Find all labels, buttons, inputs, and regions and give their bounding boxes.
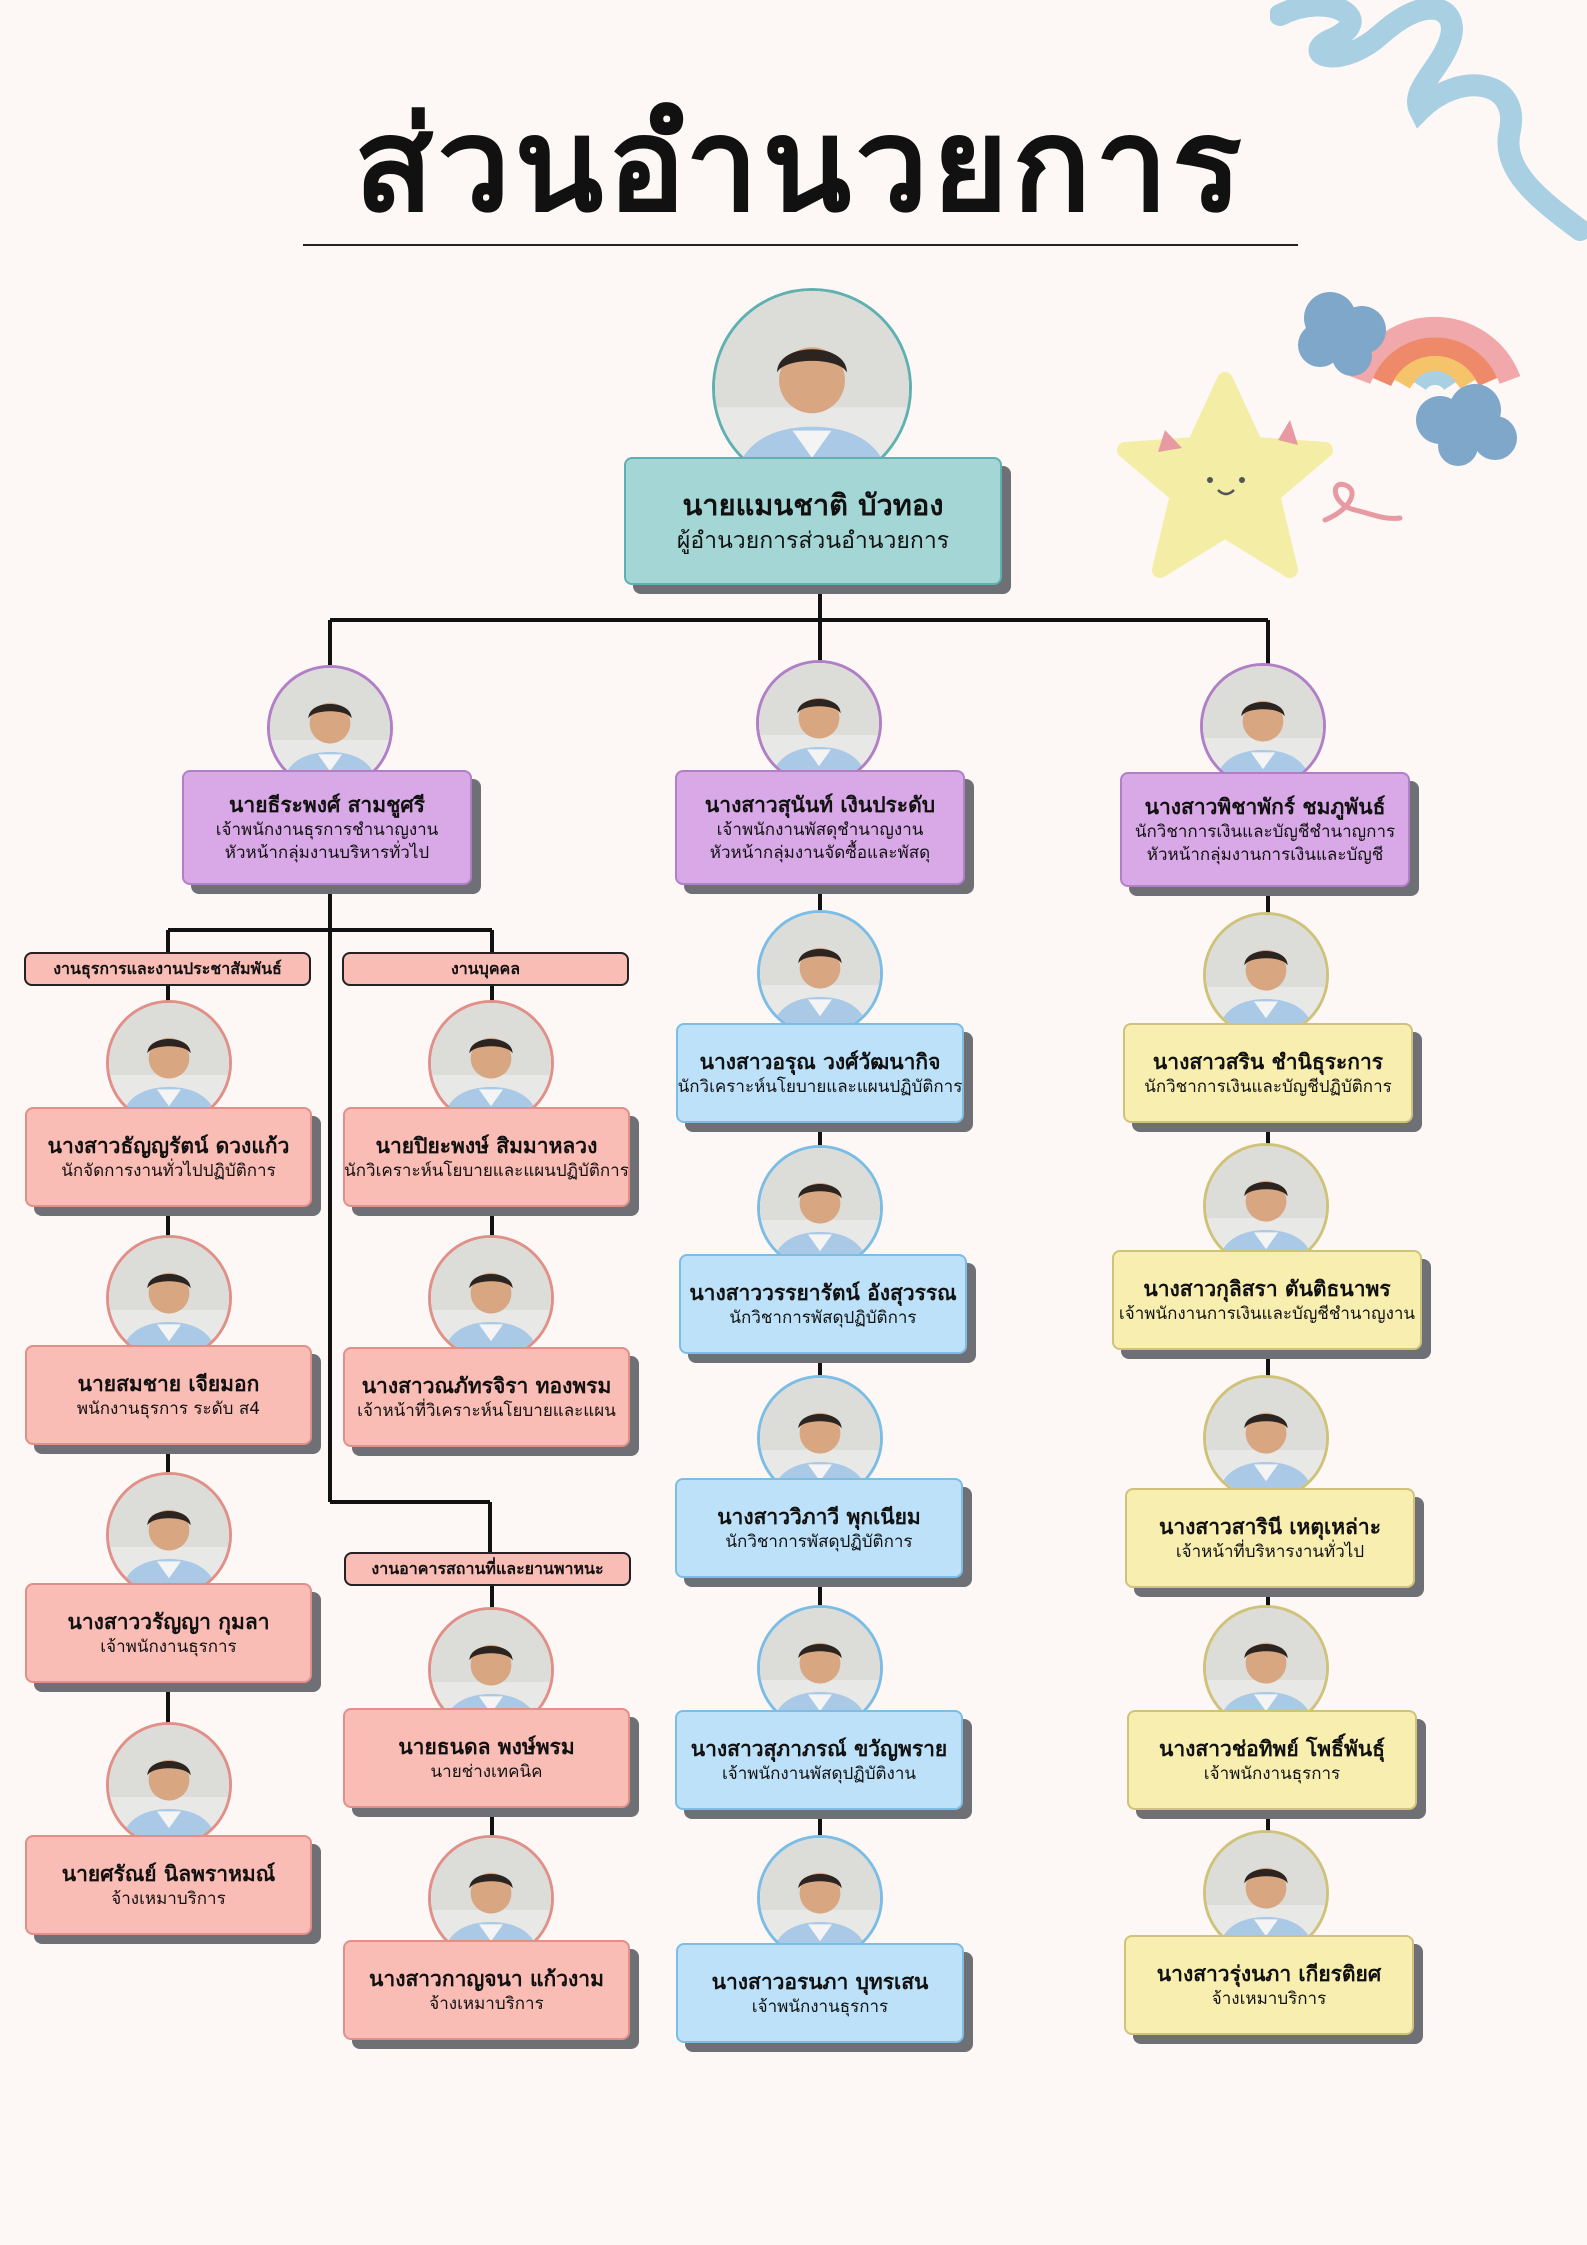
- head-finance-role: นักวิชาการเงินและบัญชีชำนาญการ: [1134, 821, 1396, 842]
- staff-photo: [757, 1835, 883, 1961]
- head-supply-photo: [756, 660, 882, 786]
- title-underline: [303, 244, 1298, 246]
- staff-card: นางสาวสารินี เหตุเหล่าะ เจ้าหน้าที่บริหา…: [1125, 1488, 1415, 1588]
- staff-name: นางสาวกาญจนา แก้วงาม: [369, 1966, 604, 1991]
- staff-photo: [106, 1472, 232, 1598]
- staff-name: นางสาวช่อทิพย์ โพธิ์พันธุ์: [1159, 1736, 1385, 1761]
- head-admin-card: นายธีระพงศ์ สามชูศรี เจ้าพนักงานธุรการชำ…: [182, 770, 472, 885]
- staff-role: นักวิเคราะห์นโยบายและแผนปฏิบัติการ: [677, 1076, 963, 1097]
- staff-role: นักวิชาการพัสดุปฏิบัติการ: [729, 1307, 917, 1328]
- staff-card: นายศรัณย์ นิลพราหมณ์ จ้างเหมาบริการ: [25, 1835, 312, 1935]
- head-supply-role: เจ้าพนักงานพัสดุชำนาญงาน: [716, 819, 924, 840]
- staff-photo: [757, 910, 883, 1036]
- staff-name: นางสาวธัญญรัตน์ ดวงแก้ว: [47, 1133, 290, 1158]
- staff-name: นางสาววรัญญา กุมลา: [67, 1609, 270, 1634]
- staff-role: จ้างเหมาบริการ: [1211, 1988, 1327, 2009]
- head-supply-position: หัวหน้ากลุ่มงานจัดซื้อและพัสดุ: [709, 842, 931, 863]
- staff-photo: [428, 1235, 554, 1361]
- head-admin-name: นายธีระพงศ์ สามชูศรี: [229, 792, 425, 817]
- staff-card: นายสมชาย เจียมอก พนักงานธุรการ ระดับ ส4: [25, 1345, 312, 1445]
- staff-name: นางสาววิภาวี พุกเนียม: [717, 1504, 921, 1529]
- staff-name: นายสมชาย เจียมอก: [77, 1371, 260, 1396]
- staff-photo: [106, 1000, 232, 1126]
- staff-card: นางสาวณภัทรจิรา ทองพรม เจ้าหน้าที่วิเครา…: [343, 1347, 630, 1447]
- staff-card: นางสาววรัญญา กุมลา เจ้าพนักงานธุรการ: [25, 1583, 312, 1683]
- head-admin-position: หัวหน้ากลุ่มงานบริหารทั่วไป: [224, 842, 430, 863]
- staff-photo: [106, 1235, 232, 1361]
- staff-role: นายช่างเทคนิค: [430, 1761, 543, 1782]
- staff-role: นักวิชาการเงินและบัญชีปฏิบัติการ: [1144, 1076, 1392, 1097]
- group-label-general-affairs: งานธุรการและงานประชาสัมพันธ์: [24, 952, 311, 986]
- staff-role: จ้างเหมาบริการ: [429, 1993, 544, 2014]
- staff-name: นายปิยะพงษ์ สิมมาหลวง: [375, 1133, 598, 1158]
- page-title: ส่วนอำนวยการ: [354, 89, 1246, 241]
- staff-card: นางสาวสริน ชำนิธุระการ นักวิชาการเงินและ…: [1123, 1023, 1413, 1123]
- staff-photo: [428, 1000, 554, 1126]
- staff-card: นางสาวอรนภา บุทรเสน เจ้าพนักงานธุรการ: [676, 1943, 964, 2043]
- staff-role: เจ้าพนักงานธุรการ: [751, 1996, 889, 2017]
- director-card: นายแมนชาติ บัวทอง ผู้อำนวยการส่วนอำนวยกา…: [624, 457, 1002, 585]
- staff-role: นักวิชาการพัสดุปฏิบัติการ: [725, 1531, 913, 1552]
- staff-photo: [1203, 1375, 1329, 1501]
- staff-card: นางสาววรรยารัตน์ อังสุวรรณ นักวิชาการพัส…: [679, 1254, 967, 1354]
- staff-name: นางสาวรุ่งนภา เกียรติยศ: [1156, 1961, 1382, 1986]
- staff-name: นางสาวสุภาภรณ์ ขวัญพราย: [690, 1736, 948, 1761]
- head-supply-card: นางสาวสุนันท์ เงินประดับ เจ้าพนักงานพัสด…: [675, 770, 965, 885]
- staff-role: เจ้าหน้าที่บริหารงานทั่วไป: [1175, 1541, 1365, 1562]
- staff-name: นางสาววรรยารัตน์ อังสุวรรณ: [689, 1280, 957, 1305]
- staff-name: นายธนดล พงษ์พรม: [398, 1734, 575, 1759]
- staff-photo: [106, 1722, 232, 1848]
- staff-role: เจ้าพนักงานพัสดุปฏิบัติงาน: [721, 1763, 917, 1784]
- group-label-building-vehicles: งานอาคารสถานที่และยานพาหนะ: [344, 1552, 631, 1586]
- staff-role: จ้างเหมาบริการ: [111, 1888, 226, 1909]
- staff-card: นายธนดล พงษ์พรม นายช่างเทคนิค: [343, 1708, 630, 1808]
- staff-card: นางสาวกาญจนา แก้วงาม จ้างเหมาบริการ: [343, 1940, 630, 2040]
- staff-card: นางสาวอรุณ วงศ์วัฒนากิจ นักวิเคราะห์นโยบ…: [676, 1023, 964, 1123]
- staff-card: นางสาวกุลิสรา ตันติธนาพร เจ้าพนักงานการเ…: [1112, 1250, 1422, 1350]
- staff-photo: [1203, 912, 1329, 1038]
- staff-name: นางสาวสารินี เหตุเหล่าะ: [1159, 1514, 1381, 1539]
- staff-role: พนักงานธุรการ ระดับ ส4: [76, 1398, 261, 1419]
- staff-name: นางสาวอรุณ วงศ์วัฒนากิจ: [699, 1049, 941, 1074]
- star-character-decoration: [1117, 372, 1403, 578]
- staff-name: นางสาวกุลิสรา ตันติธนาพร: [1143, 1276, 1391, 1301]
- director-role: ผู้อำนวยการส่วนอำนวยการ: [676, 528, 950, 554]
- staff-card: นางสาวธัญญรัตน์ ดวงแก้ว นักจัดการงานทั่ว…: [25, 1107, 312, 1207]
- staff-card: นางสาววิภาวี พุกเนียม นักวิชาการพัสดุปฏิ…: [675, 1478, 963, 1578]
- staff-role: เจ้าพนักงานธุรการ: [1203, 1763, 1341, 1784]
- head-finance-position: หัวหน้ากลุ่มงานการเงินและบัญชี: [1146, 844, 1384, 865]
- head-finance-card: นางสาวพิชาพักร์ ชมภูพันธ์ นักวิชาการเงิน…: [1120, 772, 1410, 887]
- rainbow-decoration: [1298, 292, 1520, 466]
- head-finance-name: นางสาวพิชาพักร์ ชมภูพันธ์: [1144, 794, 1386, 819]
- staff-photo: [757, 1145, 883, 1271]
- staff-card: นางสาวรุ่งนภา เกียรติยศ จ้างเหมาบริการ: [1124, 1935, 1414, 2035]
- director-name: นายแมนชาติ บัวทอง: [682, 488, 944, 522]
- staff-role: เจ้าพนักงานการเงินและบัญชีชำนาญงาน: [1118, 1303, 1416, 1324]
- staff-name: นางสาวอรนภา บุทรเสน: [711, 1969, 929, 1994]
- staff-role: เจ้าหน้าที่วิเคราะห์นโยบายและแผน: [357, 1400, 616, 1421]
- staff-card: นายปิยะพงษ์ สิมมาหลวง นักวิเคราะห์นโยบาย…: [343, 1107, 630, 1207]
- head-admin-role: เจ้าพนักงานธุรการชำนาญงาน: [215, 819, 439, 840]
- staff-role: นักวิเคราะห์นโยบายและแผนปฏิบัติการ: [344, 1160, 629, 1181]
- staff-name: นายศรัณย์ นิลพราหมณ์: [61, 1861, 276, 1886]
- staff-name: นางสาวณภัทรจิรา ทองพรม: [361, 1373, 612, 1398]
- head-supply-name: นางสาวสุนันท์ เงินประดับ: [704, 792, 936, 817]
- staff-card: นางสาวช่อทิพย์ โพธิ์พันธุ์ เจ้าพนักงานธุ…: [1127, 1710, 1417, 1810]
- group-label-personnel: งานบุคคล: [342, 952, 629, 986]
- staff-role: นักจัดการงานทั่วไปปฏิบัติการ: [61, 1160, 276, 1181]
- scribble-decoration: [1270, 0, 1587, 241]
- staff-card: นางสาวสุภาภรณ์ ขวัญพราย เจ้าพนักงานพัสดุ…: [675, 1710, 963, 1810]
- staff-role: เจ้าพนักงานธุรการ: [100, 1636, 237, 1657]
- head-finance-photo: [1200, 663, 1326, 789]
- staff-name: นางสาวสริน ชำนิธุระการ: [1152, 1049, 1384, 1074]
